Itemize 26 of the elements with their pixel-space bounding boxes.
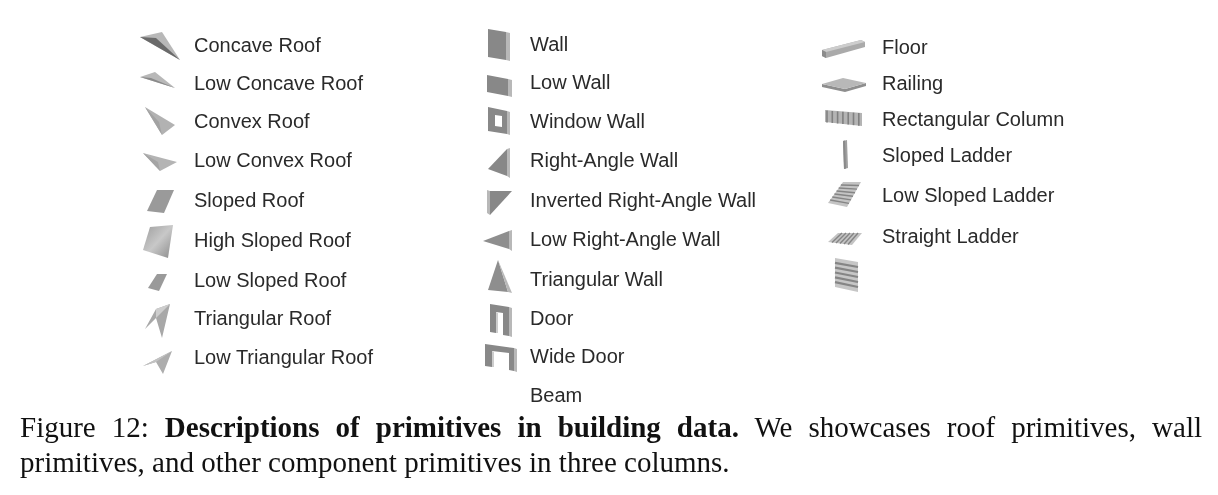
primitive-label: Railing <box>882 72 944 94</box>
primitive-label: High Sloped Roof <box>194 229 351 251</box>
primitive-label: Wide Door <box>530 345 625 367</box>
primitive-label: Low Concave Roof <box>194 72 363 94</box>
primitive-label: Straight Ladder <box>882 225 1019 247</box>
primitive-label: Concave Roof <box>194 34 321 56</box>
figure-caption: Figure 12: Descriptions of primitives in building data. We showcases roof primitives, wall primitives, and other component primitives in three columns. <box>20 410 1202 480</box>
primitive-label: Rectangular Column <box>882 108 1065 130</box>
primitive-label: Window Wall <box>530 110 645 132</box>
primitive-label: Right-Angle Wall <box>530 149 679 171</box>
primitive-label: Inverted Right-Angle Wall <box>530 189 757 211</box>
primitive-label: Wall <box>530 33 569 55</box>
primitive-label: Triangular Roof <box>194 307 332 329</box>
primitive-label: Floor <box>882 36 928 58</box>
primitive-label: Low Sloped Ladder <box>882 184 1055 206</box>
primitive-label: Triangular Wall <box>530 268 663 290</box>
primitive-label: Low Convex Roof <box>194 149 352 171</box>
primitive-label: Beam <box>530 384 583 406</box>
primitive-label: Low Sloped Roof <box>194 269 347 291</box>
primitive-label: Sloped Ladder <box>882 144 1013 166</box>
primitive-label: Low Triangular Roof <box>194 346 373 368</box>
primitive-label: Low Wall <box>530 71 611 93</box>
primitive-label: Convex Roof <box>194 110 310 132</box>
primitive-label: Door <box>530 307 574 329</box>
primitive-label: Low Right-Angle Wall <box>530 228 721 250</box>
primitive-label: Sloped Roof <box>194 189 305 211</box>
